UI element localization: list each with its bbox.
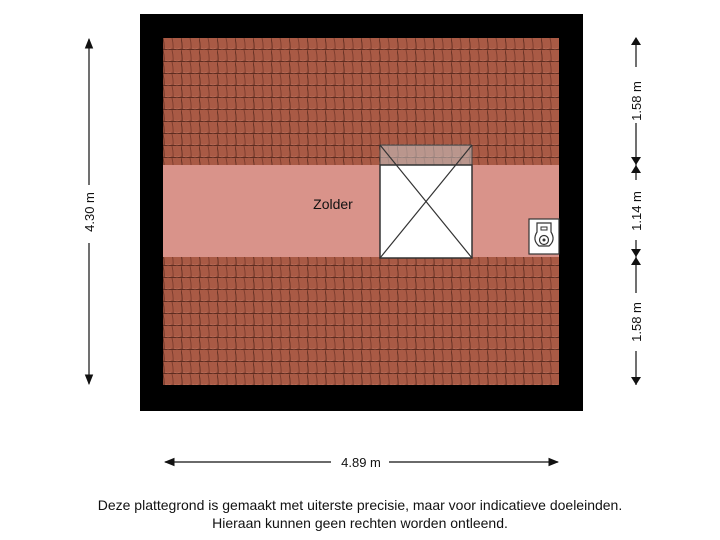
right-segment-2-label: 1.14 m bbox=[629, 191, 644, 231]
floor-area bbox=[163, 165, 559, 257]
right-dimension: 1.58 m 1.14 m 1.58 m bbox=[629, 37, 644, 385]
height-dimension: 4.30 m bbox=[82, 37, 97, 386]
attic-hatch bbox=[379, 144, 473, 259]
roof-tiles-bottom bbox=[163, 257, 559, 385]
roof-tiles-top bbox=[163, 38, 559, 165]
width-dimension: 4.89 m bbox=[163, 455, 560, 470]
disclaimer-line-2: Hieraan kunnen geen rechten worden ontle… bbox=[212, 515, 508, 531]
room-label: Zolder bbox=[313, 196, 353, 212]
right-segment-1-label: 1.58 m bbox=[629, 81, 644, 121]
disclaimer-line-1: Deze plattegrond is gemaakt met uiterste… bbox=[97, 497, 623, 513]
width-label: 4.89 m bbox=[341, 455, 381, 470]
boiler-icon bbox=[528, 218, 560, 255]
height-label: 4.30 m bbox=[82, 192, 97, 232]
right-segment-3-label: 1.58 m bbox=[629, 302, 644, 342]
